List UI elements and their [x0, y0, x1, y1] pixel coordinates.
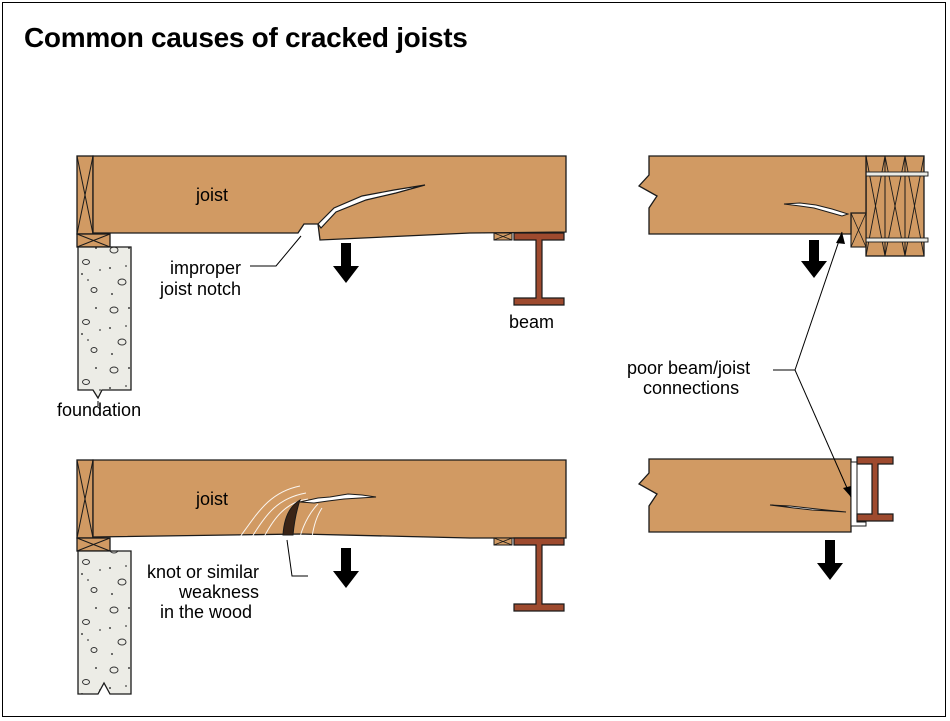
diagram-title: Common causes of cracked joists: [24, 22, 468, 53]
notch-label-line2: joist notch: [159, 279, 241, 299]
scene-knot-weakness: joist knot or similar weakness in the wo…: [76, 459, 567, 695]
beam-label: beam: [509, 312, 554, 332]
scene-steel-beam-connection: [637, 456, 894, 580]
poor-connections-label-line1: poor beam/joist: [627, 358, 750, 378]
steel-i-beam-right: [856, 456, 894, 522]
joist-bottom-right: [637, 458, 852, 533]
ledger-strip: [850, 212, 867, 248]
knot-label-line1: knot or similar: [147, 562, 259, 582]
sill-plate-bottom: [76, 537, 111, 552]
poor-connections-label-line2: connections: [643, 378, 739, 398]
notch-label-line1: improper: [170, 258, 241, 278]
knot-crack: [299, 493, 377, 504]
scene-built-up-beam: [637, 155, 929, 278]
joist-top: [92, 155, 567, 241]
joist-label-top: joist: [195, 185, 228, 205]
steel-i-beam-bottom: [513, 537, 565, 612]
poor-connections-callout: poor beam/joist connections: [627, 231, 852, 498]
load-arrow-bottom-left: [333, 548, 359, 588]
notch-leader-line: [250, 235, 302, 267]
load-arrow-top-right: [801, 240, 827, 278]
load-arrow-top-left: [333, 243, 359, 283]
notch-crack: [317, 184, 426, 229]
crack-top-right: [783, 202, 850, 217]
knot-label-line3: in the wood: [160, 602, 252, 622]
foundation-wall-top: [77, 246, 132, 400]
joist-top-right: [637, 155, 867, 235]
beam-bearing-block-bottom: [493, 537, 513, 546]
poor-connections-leader-down: [794, 369, 852, 498]
load-arrow-bottom-right: [817, 540, 843, 580]
rim-joist-top: [76, 155, 94, 235]
foundation-label: foundation: [57, 400, 141, 420]
sill-plate-top: [76, 233, 111, 248]
knot: [282, 498, 301, 536]
knot-label-line2: weakness: [178, 582, 259, 602]
steel-i-beam-top: [513, 232, 565, 306]
joist-label-bottom: joist: [195, 489, 228, 509]
knot-grain: [239, 485, 323, 538]
crack-bottom-right: [769, 504, 847, 513]
knot-leader-line: [286, 539, 308, 577]
foundation-wall-bottom: [77, 550, 132, 695]
beam-bearing-block: [493, 232, 513, 241]
scene-improper-notch: joist improper joist notch beam foundati…: [57, 155, 567, 420]
poor-connections-leader-up: [773, 231, 843, 371]
built-up-wood-beam: [855, 155, 929, 257]
rim-joist-bottom: [76, 459, 94, 539]
